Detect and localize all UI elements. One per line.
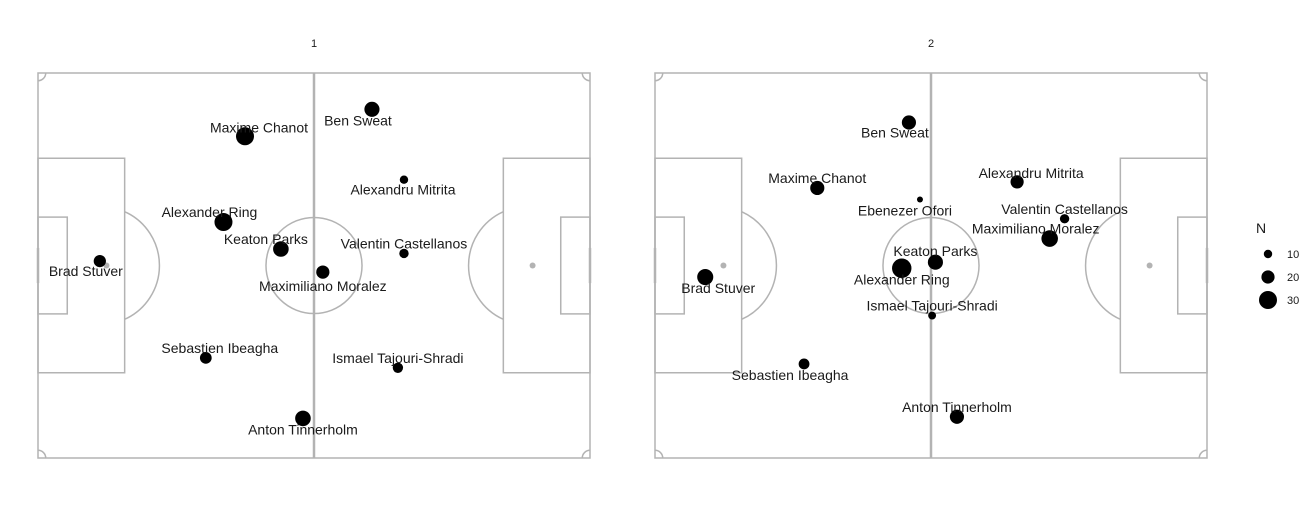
centre-circle <box>265 216 363 315</box>
player-label: Anton Tinnerholm <box>248 421 358 437</box>
penalty-spot-left <box>720 262 727 269</box>
corner-arc-top-right <box>581 72 591 82</box>
player-point <box>901 115 916 130</box>
player-label: Ismael Tajouri-Shradi <box>332 350 463 366</box>
player-point <box>392 362 404 373</box>
legend-key-point <box>1263 249 1273 259</box>
legend-label: 20 <box>1287 272 1299 284</box>
player-point <box>1059 214 1070 224</box>
player-point <box>364 101 380 117</box>
player-label: Ebenezer Ofori <box>858 203 952 219</box>
corner-arc-top-right <box>1198 72 1208 82</box>
six-yard-box-right <box>1176 216 1208 315</box>
player-point <box>273 241 289 257</box>
player-point <box>399 175 409 184</box>
player-point <box>927 254 943 270</box>
legend-title: N <box>1256 220 1266 236</box>
player-label: Ismael Tajouri-Shradi <box>866 298 997 314</box>
penalty-box-left <box>654 157 743 374</box>
player-point <box>697 269 714 286</box>
corner-arc-top-left <box>654 72 664 82</box>
player-label: Valentin Castellanos <box>341 235 468 251</box>
player-point <box>1041 230 1058 247</box>
penalty-spot-right <box>1146 262 1153 269</box>
player-label: Ben Sweat <box>861 125 929 141</box>
player-label: Maxime Chanot <box>768 170 866 186</box>
size-legend: N 10 20 30 <box>1256 220 1299 309</box>
panel-title: 1 <box>311 38 317 50</box>
player-point <box>892 258 912 278</box>
penalty-arc-left <box>124 210 161 321</box>
legend-label: 10 <box>1287 249 1299 261</box>
player-label: Brad Stuver <box>49 263 123 279</box>
player-point <box>916 196 923 203</box>
player-point <box>810 180 825 196</box>
player-point <box>236 127 254 146</box>
player-point <box>295 410 311 427</box>
player-label: Alexandru Mitrita <box>979 165 1084 181</box>
panel-title: 2 <box>928 38 934 50</box>
penalty-box-right <box>1119 157 1208 374</box>
player-point <box>1010 175 1024 189</box>
player-label: Sebastien Ibeagha <box>732 367 849 383</box>
six-yard-box-left <box>654 216 686 315</box>
player-label: Valentin Castellanos <box>1001 201 1128 217</box>
player-label: Keaton Parks <box>224 231 308 247</box>
legend-key-point <box>1259 291 1277 309</box>
player-label: Brad Stuver <box>681 280 755 296</box>
player-point <box>93 254 106 268</box>
player-label: Anton Tinnerholm <box>902 399 1012 415</box>
player-label: Maxime Chanot <box>210 119 308 135</box>
legend-label: 30 <box>1287 295 1299 307</box>
player-point <box>214 213 233 232</box>
corner-arc-bottom-right <box>1198 449 1208 459</box>
player-label: Alexandru Mitrita <box>350 182 455 198</box>
pitch <box>653 72 1209 459</box>
player-label: Sebastien Ibeagha <box>161 340 278 356</box>
player-label: Maximiliano Moralez <box>259 278 387 294</box>
six-yard-box-right <box>559 216 591 315</box>
player-label: Maximiliano Moralez <box>972 221 1100 237</box>
legend-key-point <box>1261 270 1275 284</box>
player-label: Ben Sweat <box>324 112 392 128</box>
pitch <box>36 72 592 459</box>
player-label: Keaton Parks <box>893 243 977 259</box>
penalty-arc-left <box>741 210 778 321</box>
player-label: Alexander Ring <box>162 204 258 220</box>
corner-arc-bottom-left <box>654 449 664 459</box>
player-point <box>199 352 212 364</box>
player-label: Alexander Ring <box>854 271 950 287</box>
player-point <box>949 409 965 424</box>
player-point <box>316 265 330 279</box>
penalty-spot-right <box>529 262 536 269</box>
player-point <box>928 311 937 320</box>
corner-arc-bottom-right <box>581 449 591 459</box>
corner-arc-bottom-left <box>37 449 47 459</box>
penalty-arc-right <box>467 210 504 321</box>
penalty-box-right <box>502 157 591 374</box>
corner-arc-top-left <box>37 72 47 82</box>
player-point <box>798 358 810 370</box>
penalty-arc-right <box>1084 210 1121 321</box>
player-point <box>399 248 409 259</box>
